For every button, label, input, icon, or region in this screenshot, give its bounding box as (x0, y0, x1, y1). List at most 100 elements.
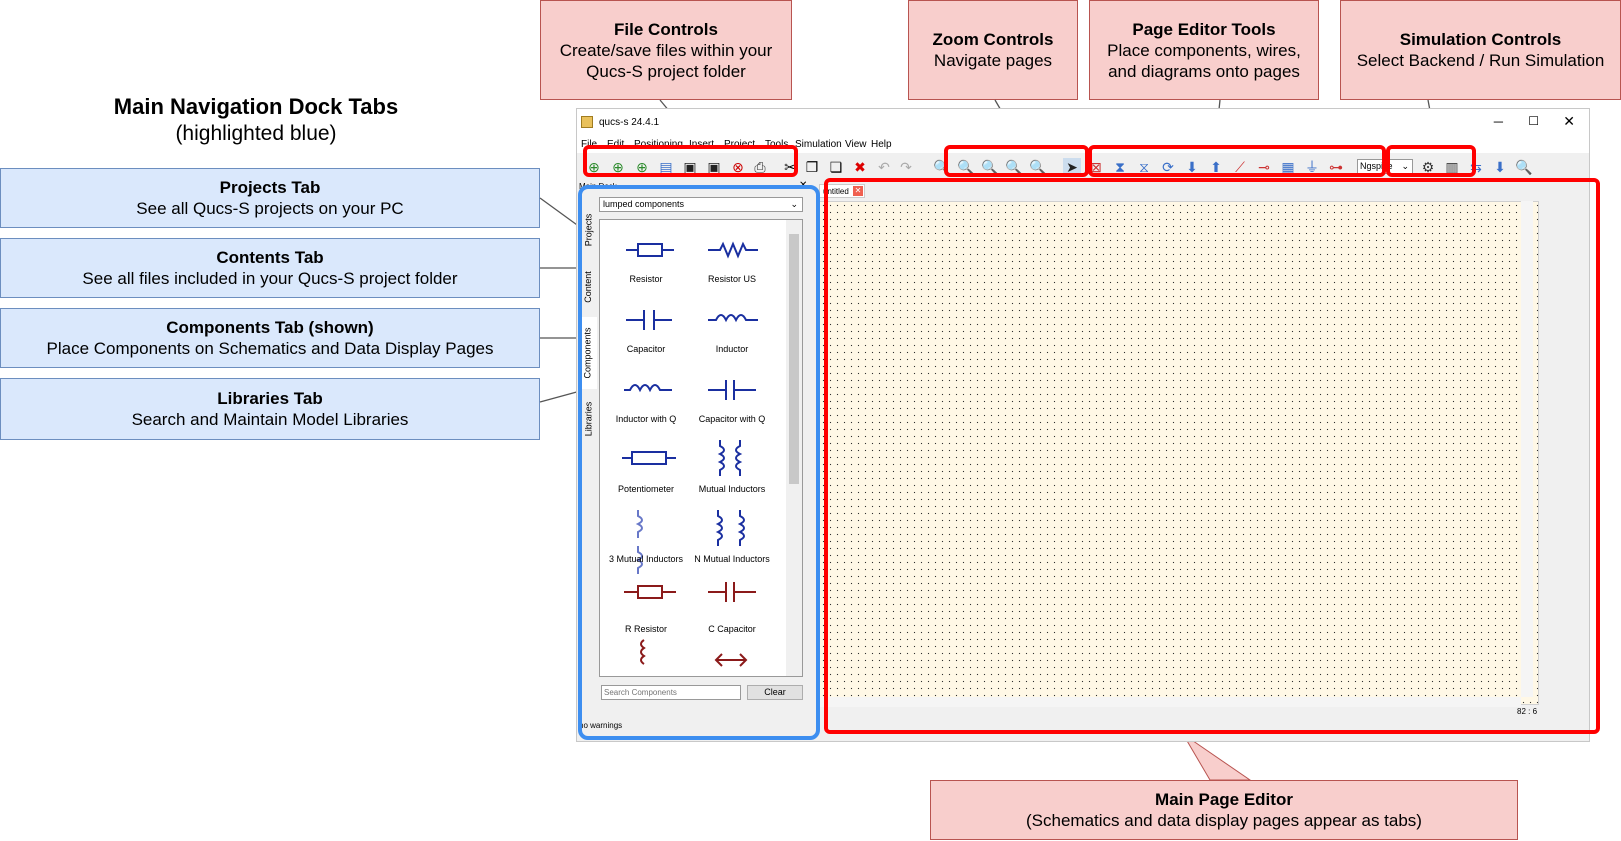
menu-help[interactable]: Help (871, 139, 892, 150)
status-text: no warnings (579, 721, 623, 730)
schematic-canvas[interactable] (819, 201, 1539, 705)
callout-title: Components Tab (shown) (166, 318, 374, 337)
mirror-x-icon[interactable]: ⧗ (1115, 159, 1125, 175)
heading-subtitle: (highlighted blue) (175, 122, 337, 145)
close-tab-icon[interactable]: ✕ (853, 186, 863, 196)
list-item[interactable]: Capacitor with Q (698, 414, 766, 424)
paste-icon[interactable]: ❏ (829, 159, 843, 175)
canvas-horizontal-scrollbar[interactable] (819, 697, 1521, 707)
callout-title: Simulation Controls (1399, 30, 1562, 49)
menu-positioning[interactable]: Positioning (634, 139, 683, 150)
menu-edit[interactable]: Edit (607, 139, 625, 150)
go-into-subcircuit-icon[interactable]: ⬇ (1186, 159, 1198, 175)
print-icon[interactable]: ⎙ (754, 159, 766, 175)
zoom-in-icon[interactable]: 🔍 (1005, 159, 1023, 175)
menu-view[interactable]: View (845, 139, 867, 150)
list-item[interactable]: R Resistor (624, 624, 667, 634)
callout-desc: See all files included in your Qucs-S pr… (82, 269, 458, 288)
wire-icon[interactable]: ⟋ (1235, 159, 1245, 175)
delete-icon[interactable]: ✖ (854, 159, 866, 175)
menu-insert[interactable]: Insert (689, 139, 715, 150)
callout-projects-tab: Projects Tab See all Qucs-S projects on … (0, 168, 540, 228)
file-controls-highlight (583, 145, 798, 177)
undo-icon[interactable]: ↶ (878, 159, 890, 175)
list-item[interactable]: C Capacitor (708, 624, 756, 634)
tune-icon[interactable]: 🔍 (1515, 159, 1533, 175)
list-item[interactable]: Resistor (629, 274, 663, 284)
pop-out-icon[interactable]: ⬆ (1210, 159, 1222, 175)
zoom-1to1-icon[interactable]: 🔍 (981, 159, 999, 175)
close-file-icon[interactable]: ⊗ (732, 159, 744, 175)
search-components-input[interactable] (601, 685, 741, 700)
menu-file[interactable]: File (581, 139, 598, 150)
minimize-icon[interactable]: ─ (1493, 114, 1503, 129)
callout-title: Projects Tab (219, 178, 321, 197)
list-item[interactable]: Inductor (715, 344, 749, 354)
list-item[interactable]: N Mutual Inductors (694, 554, 770, 564)
clear-button[interactable]: Clear (747, 685, 803, 700)
equation-icon[interactable]: ▦ (1281, 159, 1295, 175)
callout-title: Contents Tab (216, 248, 324, 267)
cut-icon[interactable]: ✂ (784, 159, 796, 175)
callout-line: Place components, wires, (1107, 40, 1301, 60)
save-all-icon[interactable]: ▣ (707, 159, 721, 175)
ground-icon[interactable]: ⏚ (1305, 159, 1319, 175)
mirror-y-icon[interactable]: ⧖ (1139, 159, 1149, 175)
tab-untitled[interactable]: untitled ✕ (819, 184, 865, 198)
menu-simulation[interactable]: Simulation (795, 139, 842, 150)
list-item[interactable]: Resistor US (707, 274, 756, 284)
list-item[interactable]: Inductor with Q (615, 414, 677, 424)
tab-components[interactable]: Components (579, 317, 597, 389)
port-icon[interactable]: ⊶ (1329, 159, 1343, 175)
callout-line: Select Backend / Run Simulation (1356, 51, 1605, 70)
menu-tools[interactable]: Tools (765, 139, 789, 150)
list-item[interactable]: 3 Mutual Inductors (608, 554, 684, 564)
callout-desc: Place Components on Schematics and Data … (46, 339, 494, 358)
redo-icon[interactable]: ↷ (900, 159, 912, 175)
select-icon[interactable]: ➤ (1063, 158, 1081, 176)
zoom-out-icon[interactable]: 🔍 (1029, 159, 1047, 175)
rotate-icon[interactable]: ⟳ (1162, 159, 1174, 175)
category-select[interactable]: lumped components ⌄ (599, 197, 803, 212)
category-select-value: lumped components (603, 199, 685, 209)
save-icon[interactable]: ▣ (683, 159, 697, 175)
new-file-icon[interactable]: ⊕ (588, 159, 600, 175)
chevron-down-icon: ⌄ (790, 199, 798, 209)
deactivate-icon[interactable]: ⊠ (1090, 159, 1102, 175)
callout-desc: (Schematics and data display pages appea… (1026, 811, 1422, 830)
callout-libraries-tab: Libraries Tab Search and Maintain Model … (0, 378, 540, 440)
new-text-icon[interactable]: ⊕ (612, 159, 624, 175)
copy-icon[interactable]: ❐ (805, 159, 819, 175)
canvas-vertical-scrollbar[interactable] (1521, 201, 1533, 697)
list-item[interactable]: Capacitor (626, 344, 666, 354)
callout-title: Main Page Editor (1155, 790, 1293, 809)
zoom-controls-highlight (944, 145, 1089, 177)
page-editor-highlight (824, 178, 1600, 734)
dock-tabs-heading: Main Navigation Dock Tabs (highlighted b… (60, 94, 452, 148)
callout-line: Navigate pages (933, 51, 1053, 70)
marker-icon[interactable]: ⬇ (1494, 159, 1506, 175)
list-scrollbar[interactable] (786, 220, 802, 676)
list-item[interactable]: Mutual Inductors (698, 484, 766, 494)
callout-contents-tab: Contents Tab See all files included in y… (0, 238, 540, 298)
title-bar: qucs-s 24.4.1 ─ ☐ ✕ (577, 109, 1589, 137)
editor-tab-bar: untitled ✕ (815, 183, 1589, 199)
backend-select-value: Ngspice (1360, 161, 1393, 171)
close-icon[interactable]: ✕ (1563, 113, 1575, 129)
main-dock: Main Dock ✕ Projects Content Components … (577, 180, 813, 741)
open-file-icon[interactable]: ▤ (659, 159, 673, 175)
menu-project[interactable]: Project (724, 139, 756, 150)
component-symbols (622, 241, 758, 667)
dock-highlight (578, 185, 820, 740)
wire-label-icon[interactable]: ⊸ (1258, 159, 1270, 175)
list-item[interactable]: Potentiometer (617, 484, 675, 494)
new-symbol-icon[interactable]: ⊕ (636, 159, 648, 175)
callout-title: Libraries Tab (217, 389, 323, 408)
maximize-icon[interactable]: ☐ (1528, 114, 1539, 128)
app-icon (581, 116, 593, 128)
scrollbar-thumb[interactable] (789, 234, 799, 484)
callout-title: File Controls (614, 19, 718, 39)
zoom-selection-icon[interactable]: 🔍 (957, 159, 975, 175)
simulation-settings-icon[interactable]: ⚙ (1421, 159, 1435, 175)
simulate-icon[interactable]: ▥ (1445, 159, 1459, 175)
